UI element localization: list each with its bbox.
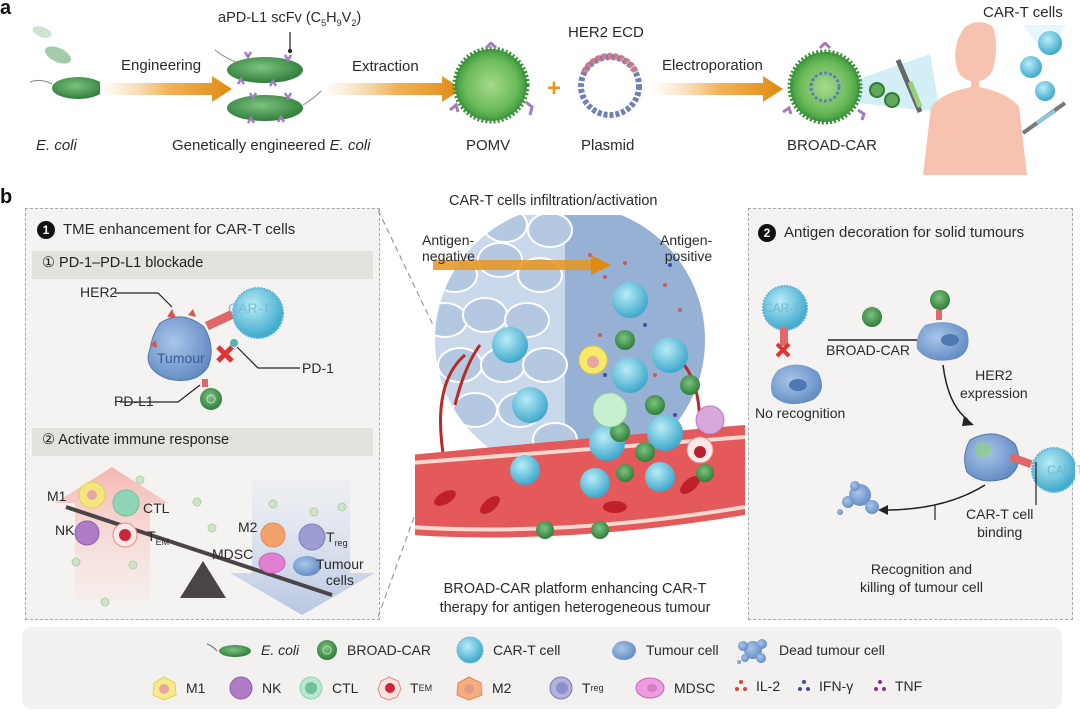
car-t-cell-icon	[456, 636, 484, 664]
antigen-decoration-illustration	[762, 285, 1075, 520]
tnf-icon	[874, 680, 886, 691]
mdsc-label: MDSC	[212, 546, 254, 562]
activate-immune-subheader: ② Activate immune response	[32, 428, 373, 456]
legend-item-car-t-cell: CAR-T cell	[455, 635, 560, 665]
legend-item-m1: M1	[150, 675, 205, 701]
pd1-blockade-illustration	[115, 287, 300, 410]
car-t-label: CAR-T	[228, 300, 271, 316]
il2-icon	[735, 680, 747, 691]
broad-car-illustration	[782, 42, 940, 125]
nk-icon	[229, 676, 253, 700]
mdsc-icon	[635, 677, 665, 699]
engineered-ecoli-illustration	[214, 32, 322, 124]
pdl1-label: PD-L1	[114, 393, 154, 409]
antigen-positive-label: Antigen-positive	[660, 232, 713, 264]
infiltration-title: CAR-T cells infiltration/activation	[449, 193, 658, 209]
plasmid-icon	[578, 52, 642, 118]
immune-balance-illustration	[55, 467, 375, 615]
legend-item-broad-car: BROAD-CAR	[315, 638, 431, 662]
treg-icon	[549, 676, 573, 700]
human-body-illustration	[923, 22, 1067, 175]
ctl-icon	[299, 676, 323, 700]
electroporation-label: Electroporation	[662, 57, 763, 74]
pomv-illustration	[449, 42, 534, 124]
legend-item-ctl: CTL	[298, 675, 358, 701]
pomv-label: POMV	[466, 137, 511, 154]
broad-car-icon	[317, 640, 337, 660]
plus-icon: +	[547, 75, 562, 102]
car-t-label-top: CAR-T	[764, 301, 801, 315]
legend-item-ecoli: E. coli	[205, 640, 299, 660]
ctl-label: CTL	[143, 500, 170, 516]
panel-a-label: a	[0, 0, 12, 19]
legend-item-dead-tumour-cell: Dead tumour cell	[735, 634, 885, 666]
extraction-label: Extraction	[352, 58, 419, 75]
pd1-label: PD-1	[302, 360, 334, 376]
ifn-gamma-icon	[798, 680, 810, 691]
electroporation-arrow	[655, 76, 785, 107]
scfv-label: aPD-L1 scFv (C5H9V2)	[218, 10, 362, 28]
legend-item-tnf: TNF	[873, 678, 922, 694]
her2-ecd-label: HER2 ECD	[568, 24, 644, 41]
m1-icon	[152, 676, 177, 701]
extraction-arrow	[328, 76, 462, 102]
ecoli-illustration	[29, 26, 100, 99]
dead-tumour-cell-icon	[737, 639, 767, 664]
ecoli-label: E. coli	[36, 137, 77, 154]
nk-label: NK	[55, 522, 75, 538]
antigen-negative-label: Antigen-negative	[422, 232, 475, 264]
broad-car-label: BROAD-CAR	[787, 137, 878, 154]
ecoli-icon	[206, 643, 251, 657]
tumour-label: Tumour	[157, 350, 205, 366]
tumour-cell-icon	[612, 640, 636, 660]
tem-icon	[377, 676, 402, 701]
engineered-ecoli-label: Genetically engineered E. coli	[172, 137, 371, 154]
treg-label: Treg	[326, 529, 348, 548]
pd1-blockade-subheader: ① PD-1–PD-L1 blockade	[32, 251, 373, 279]
tem-label: TEM	[147, 528, 170, 547]
legend-item-ifn-gamma: IFN-γ	[797, 678, 853, 694]
legend-item-tumour-cell: Tumour cell	[608, 638, 719, 662]
no-recognition-label: No recognition	[755, 405, 846, 421]
car-t-label-bottom: CAR-T	[1047, 463, 1080, 477]
legend-item-il2: IL-2	[734, 678, 780, 694]
her2-label: HER2	[80, 284, 118, 300]
m2-icon	[456, 676, 483, 701]
legend-item-m2: M2	[454, 675, 511, 701]
tumour-microenvironment-illustration	[415, 215, 745, 539]
m2-label: M2	[238, 519, 258, 535]
antigen-decoration-box	[748, 208, 1073, 620]
broad-car-arrow-label: BROAD-CAR	[826, 342, 911, 358]
legend	[22, 627, 1062, 709]
m1-label: M1	[47, 488, 67, 504]
legend-item-mdsc: MDSC	[634, 676, 715, 700]
engineering-label: Engineering	[121, 57, 202, 74]
plasmid-label: Plasmid	[581, 137, 635, 154]
car-t-cells-label: CAR-T cells	[983, 4, 1063, 21]
engineering-arrow	[104, 76, 232, 102]
legend-item-nk: NK	[228, 675, 281, 701]
panel-b-label: b	[0, 186, 13, 208]
